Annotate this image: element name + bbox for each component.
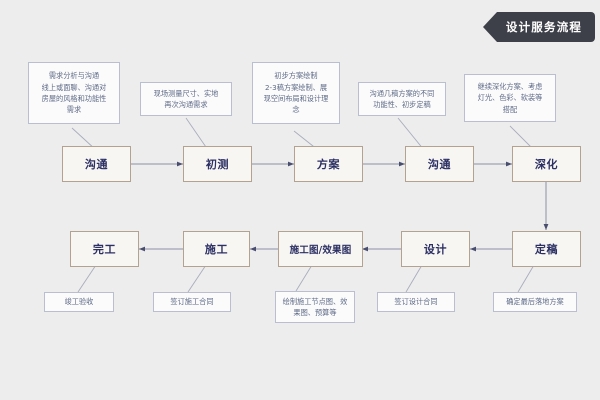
note-survey: 现场测量尺寸、实地再次沟通需求 xyxy=(140,82,232,116)
note-refine-text: 继续深化方案、考虑灯光、色彩、软装等搭配 xyxy=(477,81,543,114)
flow-node-finalize-label: 定稿 xyxy=(534,243,559,256)
title-banner-label: 设计服务流程 xyxy=(505,20,583,34)
note-survey-text: 现场测量尺寸、实地再次沟通需求 xyxy=(153,88,219,109)
flow-node-proposal-label: 方案 xyxy=(316,158,341,171)
note-drawings-text: 绘制施工节点图、效果图、预算等 xyxy=(282,296,348,317)
note-communicate-2-text: 沟通几稿方案的不同功能性、初步定稿 xyxy=(369,88,435,109)
flow-node-finalize[interactable]: 定稿 xyxy=(512,231,581,267)
flow-node-communicate-1[interactable]: 沟通 xyxy=(62,146,131,182)
flow-node-drawings[interactable]: 施工图/效果图 xyxy=(278,231,363,267)
flow-node-refine[interactable]: 深化 xyxy=(512,146,581,182)
note-communicate-1-text: 需求分析与沟通线上或面聊、沟通对房屋的风格和功能性需求 xyxy=(41,71,107,115)
flow-node-construction[interactable]: 施工 xyxy=(183,231,250,267)
note-design: 签订设计合同 xyxy=(377,292,455,312)
note-finalize-text: 确定最后落地方案 xyxy=(506,297,564,307)
flow-node-design[interactable]: 设计 xyxy=(401,231,470,267)
flow-node-completion[interactable]: 完工 xyxy=(70,231,139,267)
flow-node-drawings-label: 施工图/效果图 xyxy=(289,245,352,256)
flow-node-refine-label: 深化 xyxy=(534,158,559,171)
flow-node-survey[interactable]: 初测 xyxy=(183,146,252,182)
note-drawings: 绘制施工节点图、效果图、预算等 xyxy=(275,291,355,323)
note-communicate-1: 需求分析与沟通线上或面聊、沟通对房屋的风格和功能性需求 xyxy=(28,62,120,124)
flow-node-completion-label: 完工 xyxy=(92,243,117,256)
flow-node-communicate-2-label: 沟通 xyxy=(427,158,452,171)
title-banner: 设计服务流程 xyxy=(483,12,595,42)
note-communicate-2: 沟通几稿方案的不同功能性、初步定稿 xyxy=(358,82,446,116)
note-design-text: 签订设计合同 xyxy=(394,297,438,307)
flow-node-construction-label: 施工 xyxy=(204,243,229,256)
note-construction: 签订施工合同 xyxy=(153,292,231,312)
note-finalize: 确定最后落地方案 xyxy=(493,292,577,312)
flow-node-survey-label: 初测 xyxy=(205,158,230,171)
note-refine: 继续深化方案、考虑灯光、色彩、软装等搭配 xyxy=(464,74,556,122)
flow-node-design-label: 设计 xyxy=(423,243,448,256)
flow-node-communicate-1-label: 沟通 xyxy=(84,158,109,171)
note-completion-text: 竣工验收 xyxy=(64,297,94,307)
note-construction-text: 签订施工合同 xyxy=(170,297,214,307)
flow-node-communicate-2[interactable]: 沟通 xyxy=(405,146,474,182)
flow-node-proposal[interactable]: 方案 xyxy=(294,146,363,182)
note-completion: 竣工验收 xyxy=(44,292,114,312)
